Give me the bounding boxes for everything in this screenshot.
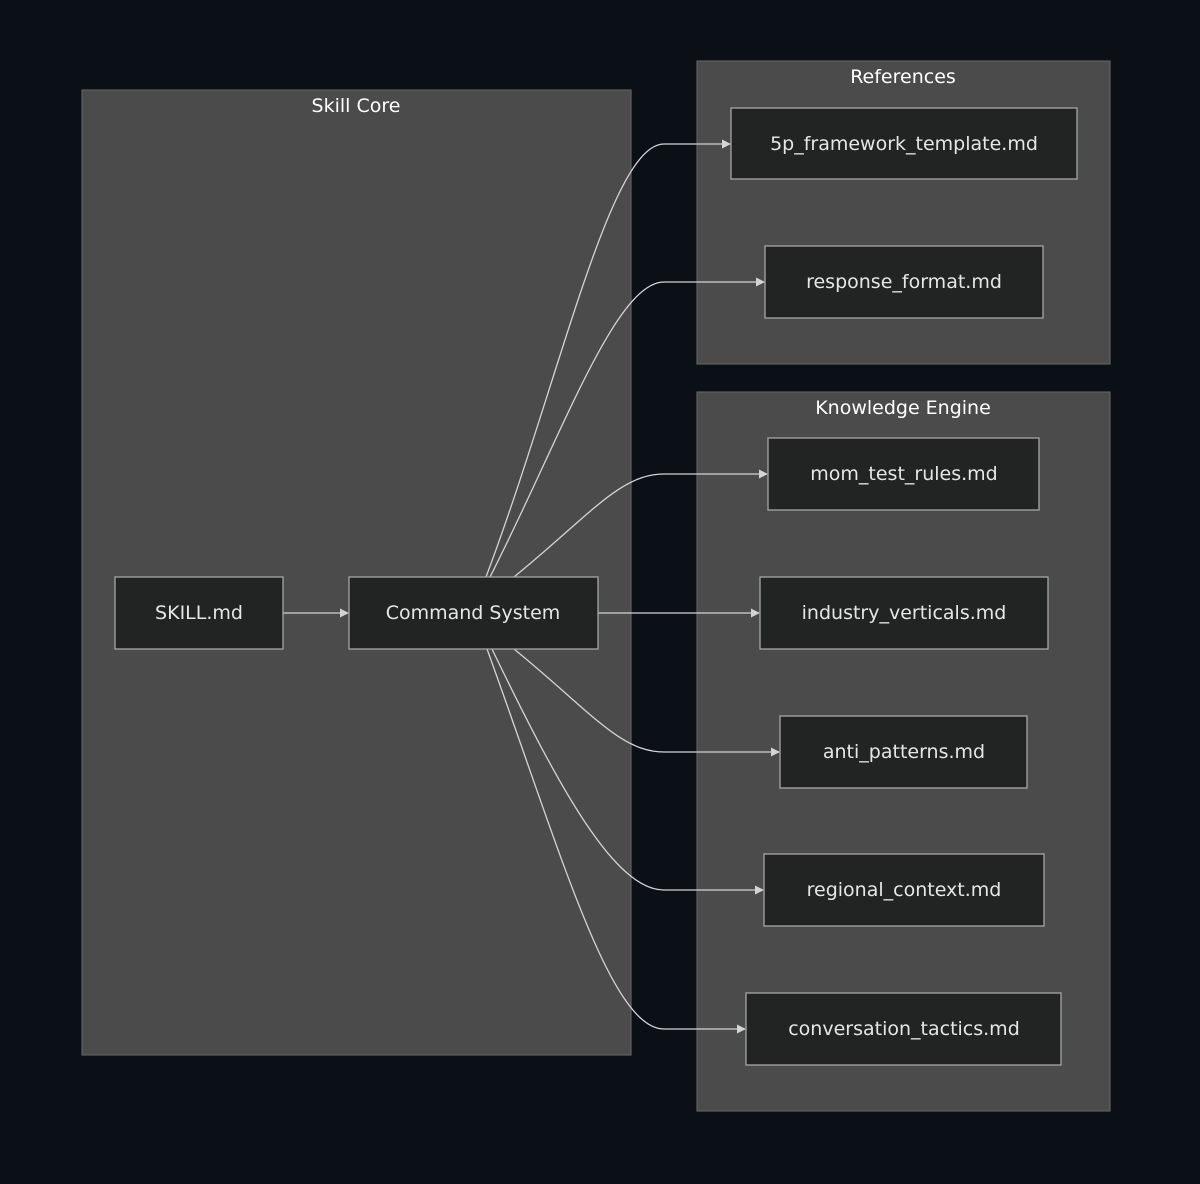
node-label-skill-md: SKILL.md bbox=[155, 602, 243, 624]
node-regional-context[interactable]: regional_context.md bbox=[763, 853, 1045, 927]
node-conversation-tactics[interactable]: conversation_tactics.md bbox=[745, 992, 1062, 1066]
node-label-command-system: Command System bbox=[386, 602, 561, 624]
node-label-anti-patterns: anti_patterns.md bbox=[823, 741, 985, 763]
node-skill-md[interactable]: SKILL.md bbox=[114, 576, 284, 650]
node-framework-template[interactable]: 5p_framework_template.md bbox=[730, 107, 1078, 180]
cluster-title-knowledge-engine: Knowledge Engine bbox=[815, 397, 991, 419]
node-label-regional-context: regional_context.md bbox=[807, 879, 1002, 901]
edges bbox=[283, 139, 780, 1034]
cluster-title-references: References bbox=[850, 66, 956, 88]
edge-command-to-regional-context bbox=[491, 648, 764, 895]
node-response-format[interactable]: response_format.md bbox=[764, 245, 1044, 319]
node-label-response-format: response_format.md bbox=[806, 271, 1002, 293]
node-label-industry-verticals: industry_verticals.md bbox=[802, 602, 1007, 624]
edge-command-to-conversation-tactics bbox=[486, 648, 746, 1034]
edge-command-to-framework-template bbox=[485, 139, 731, 578]
node-label-conversation-tactics: conversation_tactics.md bbox=[788, 1018, 1020, 1040]
node-mom-test-rules[interactable]: mom_test_rules.md bbox=[767, 437, 1040, 511]
cluster-skill-core: Skill Core bbox=[81, 89, 632, 1056]
cluster-title-skill-core: Skill Core bbox=[312, 95, 401, 117]
edge-command-to-response-format bbox=[489, 277, 765, 578]
edge-command-to-anti-patterns bbox=[513, 648, 780, 757]
node-command-system[interactable]: Command System bbox=[348, 576, 599, 650]
node-label-framework-template: 5p_framework_template.md bbox=[770, 133, 1038, 155]
node-anti-patterns[interactable]: anti_patterns.md bbox=[779, 715, 1028, 789]
edge-command-to-mom-test-rules bbox=[513, 469, 768, 578]
node-industry-verticals[interactable]: industry_verticals.md bbox=[759, 576, 1049, 650]
node-label-mom-test-rules: mom_test_rules.md bbox=[810, 463, 997, 485]
